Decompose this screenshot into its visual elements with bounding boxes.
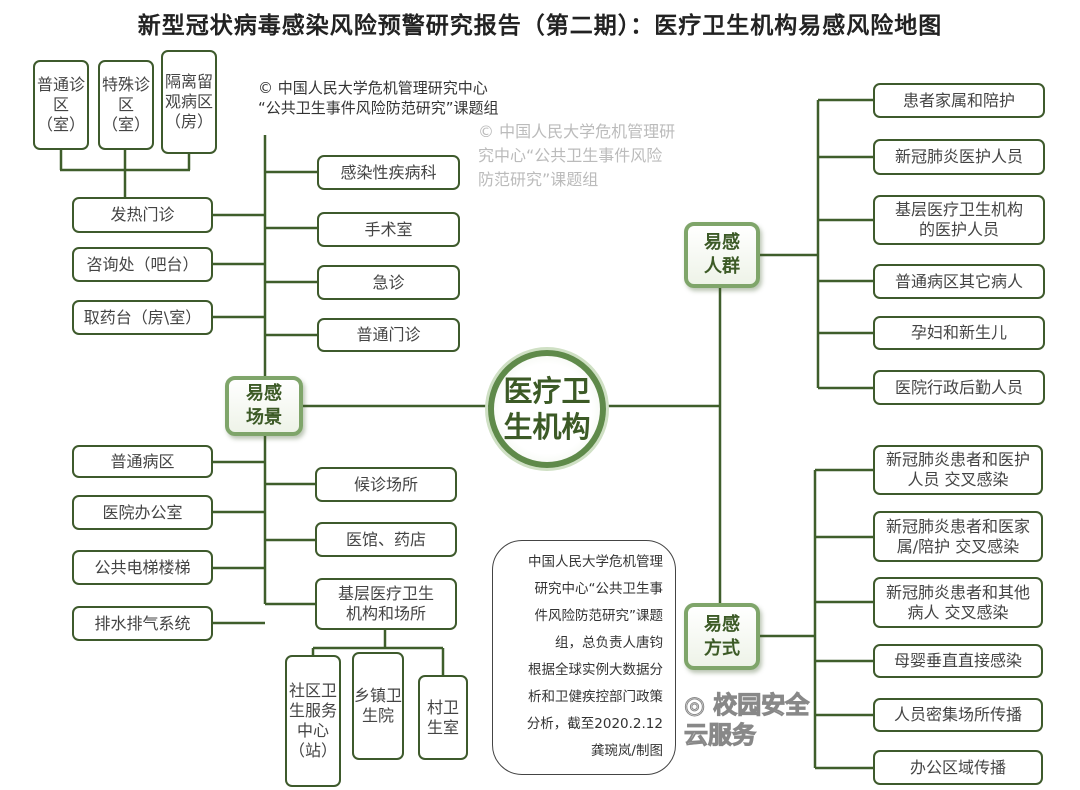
scene-box: 普通门诊 — [317, 318, 460, 352]
mode-box: 母婴垂直直接感染 — [873, 644, 1043, 678]
info-line: 龚琬岚/制图 — [590, 743, 663, 759]
scene-box: 排水排气系统 — [72, 606, 213, 641]
scene-box: 感染性疾病科 — [317, 155, 460, 190]
credit-line-1: © 中国人民大学危机管理研究中心 — [258, 79, 488, 97]
info-line: 组，总负责人唐钧 — [555, 635, 663, 651]
mode-box: 办公区域传播 — [873, 750, 1043, 785]
mode-box: 人员密集场所传播 — [873, 698, 1043, 732]
info-line: 件风险防范研究”课题 — [534, 608, 664, 624]
info-line: 研究中心“公共卫生事 — [534, 581, 664, 597]
scene-box: 咨询处（吧台） — [72, 247, 213, 282]
scene-box: 公共电梯楼梯 — [72, 550, 213, 585]
mode-box: 新冠肺炎患者和医家属/陪护 交叉感染 — [873, 511, 1043, 562]
scene-box: 村卫生室 — [418, 675, 468, 760]
credit-line-2: “公共卫生事件风险防范研究”课题组 — [258, 99, 499, 117]
group-box: 医院行政后勤人员 — [873, 370, 1045, 405]
watermark: © 中国人民大学危机管理研究中心“公共卫生事件风险防范研究”课题组 — [478, 122, 676, 189]
center-node: 医疗卫生机构 — [488, 350, 606, 468]
wechat-watermark: ◎ 校园安全云服务 — [683, 690, 812, 750]
scene-box: 急诊 — [317, 265, 460, 300]
scene-box: 乡镇卫生院 — [352, 652, 404, 760]
scene-box: 医馆、药店 — [315, 522, 457, 557]
scene-box: 普通诊区（室） — [33, 60, 89, 150]
category-modes: 易感方式 — [684, 603, 760, 670]
wechat-icon: ◎ — [683, 691, 714, 720]
credit: © 中国人民大学危机管理研究中心 “公共卫生事件风险防范研究”课题组 — [258, 78, 499, 118]
group-box: 患者家属和陪护 — [873, 83, 1045, 118]
scene-box: 特殊诊区（室） — [98, 60, 154, 150]
info-line: 分析，截至2020.2.12 — [526, 716, 663, 732]
category-groups: 易感人群 — [684, 222, 760, 288]
scene-box: 普通病区 — [72, 445, 213, 478]
scene-box: 社区卫生服务中心（站） — [285, 655, 341, 787]
info-line: 根据全球实例大数据分 — [528, 662, 663, 678]
scene-box: 发热门诊 — [72, 197, 213, 233]
group-box: 新冠肺炎医护人员 — [873, 139, 1045, 175]
info-note: 中国人民大学危机管理 研究中心“公共卫生事 件风险防范研究”课题 组，总负责人唐… — [492, 540, 676, 775]
scene-box: 取药台（房\室） — [72, 300, 213, 335]
info-line: 中国人民大学危机管理 — [528, 554, 663, 570]
scene-box: 医院办公室 — [72, 495, 213, 530]
group-box: 孕妇和新生儿 — [873, 316, 1045, 350]
mode-box: 新冠肺炎患者和医护人员 交叉感染 — [873, 445, 1043, 495]
category-scenes: 易感场景 — [225, 376, 303, 436]
scene-box: 手术室 — [317, 212, 460, 247]
scene-box: 候诊场所 — [315, 467, 457, 502]
group-box: 普通病区其它病人 — [873, 264, 1045, 299]
scene-box: 基层医疗卫生机构和场所 — [315, 578, 457, 630]
info-line: 析和卫健疾控部门政策 — [528, 689, 663, 705]
mode-box: 新冠肺炎患者和其他病人 交叉感染 — [873, 577, 1043, 628]
diagram-title: 新型冠状病毒感染风险预警研究报告（第二期）：医疗卫生机构易感风险地图 — [137, 13, 943, 39]
scene-box: 隔离留观病区（房） — [161, 50, 217, 154]
group-box: 基层医疗卫生机构的医护人员 — [873, 195, 1045, 245]
wechat-watermark-text: 校园安全云服务 — [683, 691, 810, 750]
